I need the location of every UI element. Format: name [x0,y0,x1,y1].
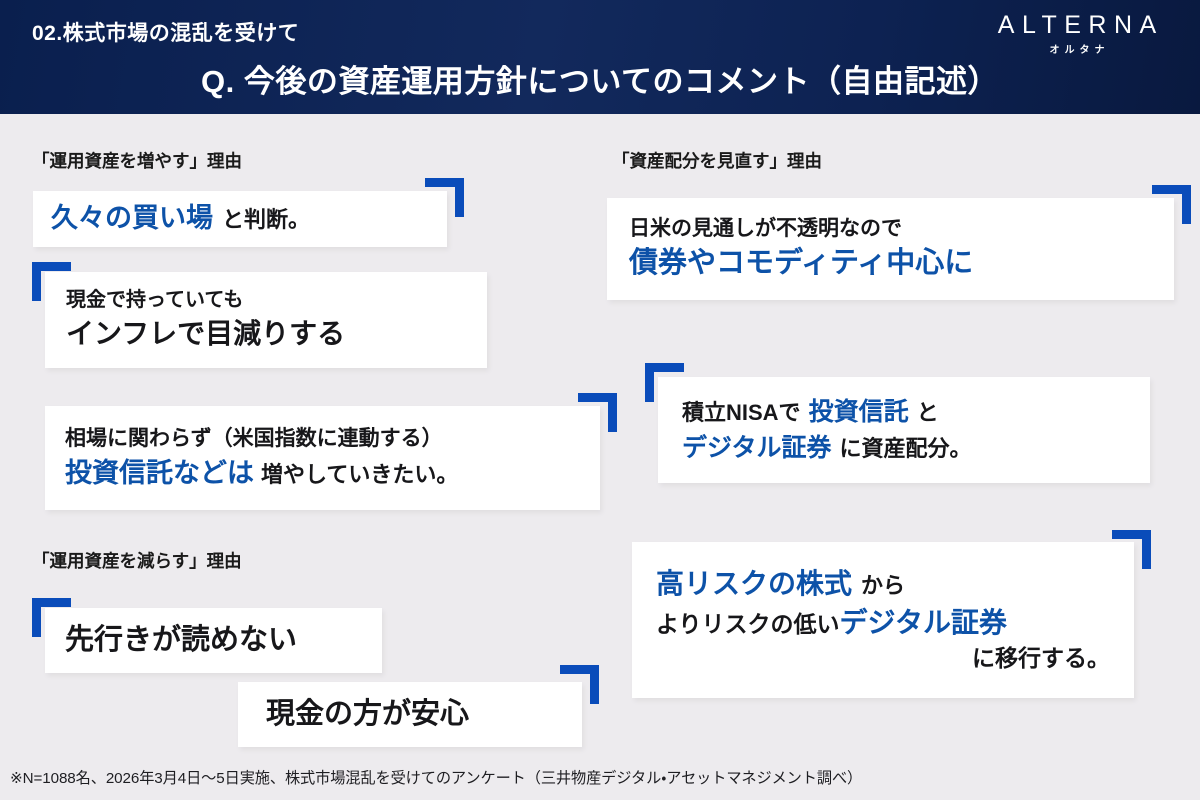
comment-card-6: 日米の見通しが不透明なので 債券やコモディティ中心に [607,198,1174,300]
comment-card-8: 高リスクの株式 から よりリスクの低いデジタル証券 に移行する。 [632,542,1134,698]
logo-katakana: オルタナ [1049,45,1110,57]
card7-text-b: と [916,399,939,425]
section-label-rebalance: 「資産配分を見直す」理由 [612,151,822,171]
card8-text-b: よりリスクの低い [656,611,840,638]
comment-card-7: 積立NISAで 投資信託 と デジタル証券 に資産配分。 [658,377,1150,483]
page-title: Q. 今後の資産運用方針についてのコメント（自由記述） [201,64,999,99]
card7-highlight-1: 投資信託 [808,397,909,426]
card7-text-a: 積立NISAで [682,399,801,425]
card1-text: と判断。 [222,207,311,233]
card2-line1: 現金で持っていても [66,289,244,312]
card5-line1: 現金の方が安心 [266,697,470,730]
card3-line1: 相場に関わらず（米国指数に連動する） [65,426,443,450]
section-label-increase: 「運用資産を増やす」理由 [32,151,242,171]
comment-card-2: 現金で持っていても インフレで目減りする [45,272,487,368]
card6-line1: 日米の見通しが不透明なので [629,217,902,240]
card8-line3: に移行する。 [972,645,1110,672]
card7-text-c: に資産配分。 [839,436,972,461]
comment-card-3: 相場に関わらず（米国指数に連動する） 投資信託などは 増やしていきたい。 [45,406,600,510]
section-label-decrease: 「運用資産を減らす」理由 [32,551,242,571]
card4-line1: 先行きが読めない [65,623,298,656]
alterna-logo: ALTERNA オルタナ [982,11,1172,57]
comment-card-1: 久々の買い場 と判断。 [33,191,447,247]
card8-highlight-2: デジタル証券 [839,607,1007,639]
footnote: ※N=1088名、2026年3月4日〜5日実施、株式市場混乱を受けてのアンケート… [10,770,863,787]
card7-highlight-2: デジタル証券 [682,434,832,462]
header-eyebrow: 02.株式市場の混乱を受けて [32,22,300,45]
comment-card-5: 現金の方が安心 [238,682,582,747]
card1-highlight: 久々の買い場 [51,203,213,234]
card2-line2: インフレで目減りする [66,318,346,350]
card3-text: 増やしていきたい。 [261,462,459,488]
logo-wordmark: ALTERNA [997,11,1164,39]
slide-header: 02.株式市場の混乱を受けて Q. 今後の資産運用方針についてのコメント（自由記… [0,0,1200,114]
card8-text-a: から [861,572,906,598]
comment-card-4: 先行きが読めない [45,608,382,673]
card6-highlight-a: 債券や [629,247,717,280]
card6-highlight-b: コモディティ中心に [716,247,974,280]
card3-highlight: 投資信託などは [65,458,254,489]
card8-highlight-1: 高リスクの株式 [656,567,853,599]
